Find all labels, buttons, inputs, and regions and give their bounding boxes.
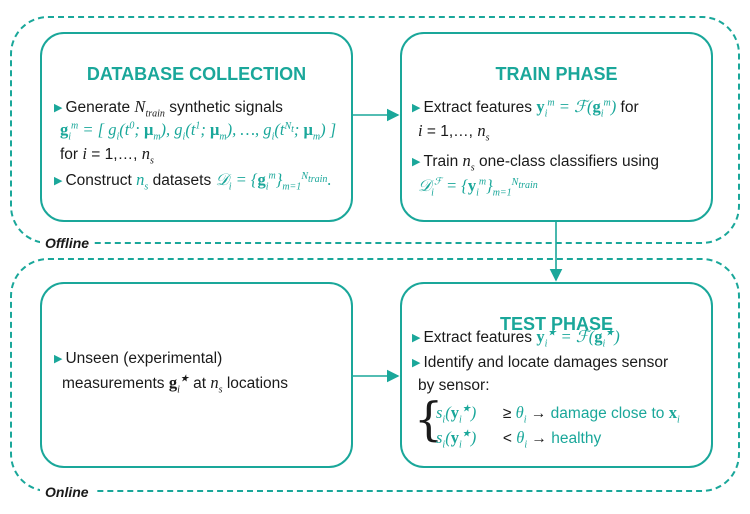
test-phase-title: TEST PHASE [499,314,614,334]
for-index-line: for i = 1,…, ns [60,144,154,167]
bullet-icon: ▶ [412,357,421,369]
online-label: Online [40,484,94,500]
meas-line2: measurements gi★ at ns locations [62,373,289,396]
generate-prefix: Generate [65,99,131,116]
train-index-line: i = 1,…, ns [418,121,490,144]
meas-prefix: measurements [62,375,165,392]
construct-suffix: datasets [152,172,212,189]
meas-suffix: locations [226,375,289,392]
train-prefix: Train [423,153,459,170]
offline-region [10,16,740,244]
test-identify-line2: by sensor: [418,377,490,394]
meas-line1: ▶Unseen (experimental) [54,350,222,369]
construct-prefix: Construct [65,172,132,189]
test-extract-line: ▶Extract features yi★ = ℱ(gi★) [412,327,620,350]
bullet-icon: ▶ [54,353,63,365]
case-damage-line: si(yi★) ≥ θi → damage close to xi [436,403,680,426]
train-extract-line: ▶Extract features yim = ℱ(gim) for [412,97,639,120]
train-phase-title: TRAIN PHASE [495,64,618,84]
generate-suffix: synthetic signals [169,99,283,116]
generate-line: ▶Generate Ntrain synthetic signals [54,97,283,120]
bullet-icon: ▶ [412,332,421,344]
train-extract-prefix: Extract features [423,99,533,116]
case-healthy-line: si(yi★) < θi → healthy [436,428,602,451]
train-extract-suffix: for [620,99,639,116]
database-collection-box: DATABASE COLLECTION ▶Generate Ntrain syn… [40,32,353,222]
online-region [10,258,740,492]
train-dataset-formula: 𝒟iℱ = {yim}m=1Ntrain [418,176,538,199]
bullet-icon: ▶ [54,102,63,114]
test-identify-line1: Identify and locate damages sensor [423,354,669,371]
measurements-box: ▶Unseen (experimental) measurements gi★ … [40,282,353,468]
signal-formula: gim = [ gi(t0; μm), gi(t1; μm), …, gi(tN… [60,120,337,143]
for-text: for [60,146,79,163]
offline-label: Offline [40,235,95,251]
case-healthy-text: healthy [551,430,602,447]
test-phase-box: TEST PHASE ▶Extract features yi★ = ℱ(gi★… [400,282,713,468]
test-identify-line: ▶Identify and locate damages sensor [412,354,668,373]
test-extract-prefix: Extract features [423,329,533,346]
bullet-icon: ▶ [412,156,421,168]
case-damage-text: damage close to [550,405,665,422]
construct-line: ▶Construct ns datasets 𝒟i = {gim}m=1Ntra… [54,170,332,193]
train-suffix: one-class classifiers using [479,153,660,170]
bullet-icon: ▶ [412,102,421,114]
cases-brace: { [414,392,444,446]
meas-line1-text: Unseen (experimental) [65,350,223,367]
bullet-icon: ▶ [54,175,63,187]
meas-mid: at [193,375,207,392]
train-classifiers-line: ▶Train ns one-class classifiers using [412,151,660,174]
database-collection-title: DATABASE COLLECTION [86,64,307,84]
train-phase-box: TRAIN PHASE ▶Extract features yim = ℱ(gi… [400,32,713,222]
